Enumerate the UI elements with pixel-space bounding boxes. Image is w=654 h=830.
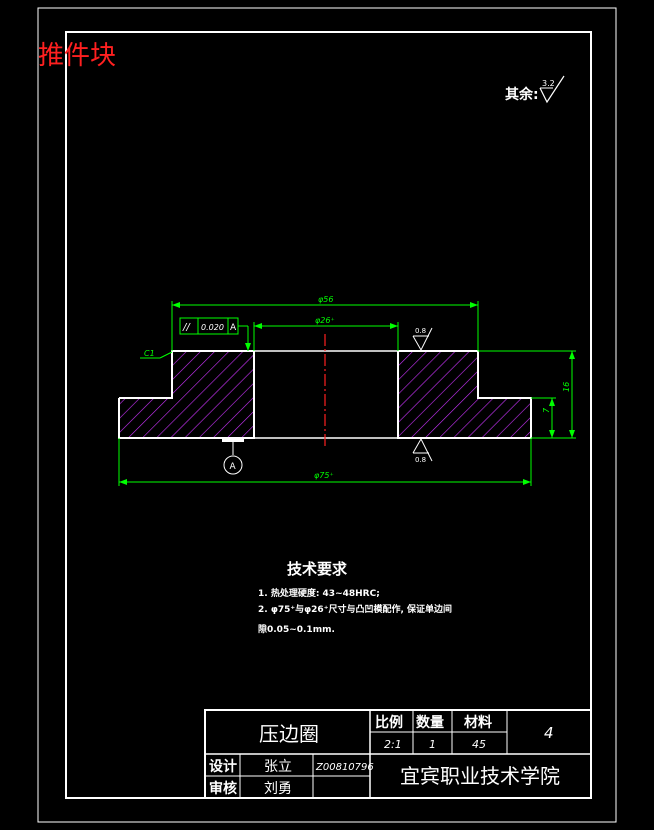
tech-req-line3: 隙0.05~0.1mm. bbox=[258, 623, 335, 635]
school-name: 宜宾职业技术学院 bbox=[400, 764, 560, 788]
dim-overall-bottom-label: φ75⁺ bbox=[314, 471, 334, 480]
scale-label: 比例 bbox=[375, 714, 403, 731]
dim-height-total bbox=[478, 350, 576, 439]
roughness-top-label: 0.8 bbox=[415, 327, 426, 335]
dim-height-flange-label: 7 bbox=[542, 407, 551, 413]
material-value: 45 bbox=[472, 738, 486, 751]
dim-overall-top-label: φ56 bbox=[318, 295, 333, 304]
tech-req-line1: 1. 热处理硬度: 43~48HRC; bbox=[258, 587, 380, 599]
tolerance-symbol: // bbox=[182, 322, 191, 333]
dim-height-flange bbox=[531, 397, 556, 438]
title-block bbox=[204, 709, 592, 799]
review-label: 审核 bbox=[209, 780, 237, 797]
tolerance-value: 0.020 bbox=[201, 323, 224, 332]
scale-value: 2:1 bbox=[384, 738, 402, 751]
material-label: 材料 bbox=[464, 714, 492, 731]
chamfer-label: C1 bbox=[144, 349, 155, 358]
part-section bbox=[118, 350, 532, 439]
datum-marker bbox=[222, 438, 244, 475]
sheet-number: 4 bbox=[544, 724, 554, 742]
qty-value: 1 bbox=[429, 738, 436, 751]
tolerance-frame bbox=[179, 317, 251, 351]
surface-finish-label: 其余: bbox=[505, 86, 539, 103]
surface-finish-symbol-icon bbox=[539, 75, 565, 104]
tech-req-line2: 2. φ75⁺与φ26⁺尺寸与凸凹模配作, 保证单边间 bbox=[258, 603, 452, 615]
datum-label: A bbox=[230, 462, 237, 472]
dim-bore-label: φ26⁺ bbox=[315, 316, 335, 325]
design-label: 设计 bbox=[209, 758, 237, 775]
designer-name: 张立 bbox=[264, 759, 292, 775]
dim-height-total-label: 16 bbox=[562, 382, 571, 392]
part-name: 压边圈 bbox=[259, 722, 319, 746]
qty-label: 数量 bbox=[416, 714, 444, 731]
chamfer-leader bbox=[140, 351, 173, 359]
dim-overall-top bbox=[171, 301, 479, 351]
dim-bore bbox=[253, 322, 399, 351]
drawing-number: Z00810796 bbox=[315, 762, 374, 773]
roughness-bottom-label: 0.8 bbox=[415, 456, 426, 464]
dim-overall-bottom bbox=[118, 438, 532, 486]
tolerance-datum: A bbox=[230, 323, 237, 333]
tech-req-title: 技术要求 bbox=[287, 560, 348, 578]
outer-frame bbox=[37, 7, 617, 823]
roughness-bottom-icon bbox=[412, 437, 433, 462]
reviewer-name: 刘勇 bbox=[264, 781, 292, 797]
surface-finish-value: 3.2 bbox=[542, 79, 555, 88]
roughness-top-icon bbox=[412, 327, 433, 352]
part-annotation: 推件块 bbox=[38, 41, 116, 71]
